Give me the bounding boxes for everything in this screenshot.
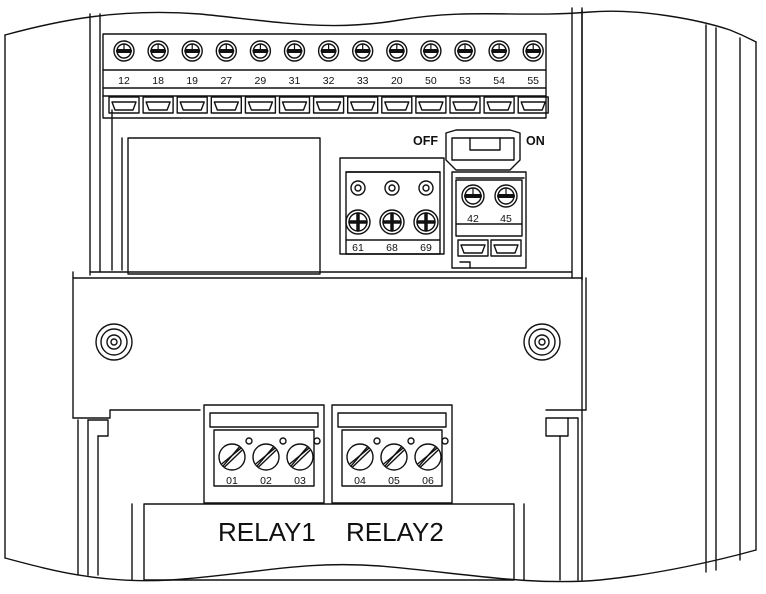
small-terminal-clamp-42[interactable] xyxy=(457,239,489,257)
relay-terminal-screw-01[interactable] xyxy=(218,443,246,471)
top-terminal-clamp-18[interactable] xyxy=(142,96,174,114)
top-terminal-label-18: 18 xyxy=(152,75,164,87)
top-terminal-clamp-31[interactable] xyxy=(278,96,311,114)
analog-terminal-screw-68[interactable] xyxy=(379,209,405,235)
dip-switch[interactable] xyxy=(445,129,521,171)
relay2-terminal-block: 04 05 06 xyxy=(331,404,453,504)
blank-cover-plate xyxy=(127,137,321,275)
relay-terminal-screw-04[interactable] xyxy=(346,443,374,471)
top-terminal-screw-54[interactable] xyxy=(488,40,510,62)
analog-terminal-label-61: 61 xyxy=(352,242,364,254)
dip-switch-off-label: OFF xyxy=(413,134,438,148)
analog-terminal-hole-69 xyxy=(418,180,434,196)
right-side-rails xyxy=(581,9,741,581)
dip-switch-on-label: ON xyxy=(526,134,545,148)
top-terminal-label-12: 12 xyxy=(118,75,130,87)
top-terminal-screw-20[interactable] xyxy=(386,40,408,62)
small-terminal-screw-42[interactable] xyxy=(461,184,485,208)
relay-terminal-screw-06[interactable] xyxy=(414,443,442,471)
small-terminal-clamp-45[interactable] xyxy=(490,239,522,257)
top-terminal-clamp-53[interactable] xyxy=(449,96,481,114)
top-terminal-clamp-54[interactable] xyxy=(483,96,515,114)
relay-terminal-screw-03[interactable] xyxy=(286,443,314,471)
top-terminal-clamp-50[interactable] xyxy=(415,96,447,114)
analog-terminal-hole-68 xyxy=(384,180,400,196)
top-terminal-screw-31[interactable] xyxy=(283,40,306,62)
relay-terminal-hole-04 xyxy=(373,437,381,445)
top-terminal-screw-50[interactable] xyxy=(420,40,442,62)
relay-terminal-hole-06 xyxy=(441,437,449,445)
top-terminal-clamp-19[interactable] xyxy=(176,96,208,114)
top-terminal-clamp-33[interactable] xyxy=(347,96,379,114)
relay-terminal-label-03: 03 xyxy=(294,475,306,487)
right-clip xyxy=(545,417,579,581)
analog-terminal-block: 61 68 69 xyxy=(339,157,445,255)
top-terminal-screw-53[interactable] xyxy=(454,40,476,62)
housing-outline xyxy=(4,10,757,583)
relay-terminal-screw-02[interactable] xyxy=(252,443,280,471)
left-side-rails xyxy=(111,109,123,271)
relay-terminal-hole-02 xyxy=(279,437,287,445)
top-terminal-clamp-20[interactable] xyxy=(381,96,413,114)
small-terminal-screw-45[interactable] xyxy=(494,184,518,208)
top-terminal-screw-27[interactable] xyxy=(215,40,238,62)
relay1-terminal-block: 01 02 03 xyxy=(203,404,325,504)
top-terminal-label-19: 19 xyxy=(186,75,198,87)
relay-label-strip xyxy=(131,503,525,581)
relay1-label: RELAY1 xyxy=(218,517,316,547)
analog-terminal-label-68: 68 xyxy=(386,242,398,254)
top-terminal-label-31: 31 xyxy=(289,75,301,87)
small-terminal-block: 42 45 xyxy=(451,171,527,269)
top-terminal-label-53: 53 xyxy=(459,75,471,87)
small-terminal-label-45: 45 xyxy=(500,213,512,225)
top-terminal-label-29: 29 xyxy=(255,75,267,87)
relay-terminal-hole-05 xyxy=(407,437,415,445)
relay-terminal-label-05: 05 xyxy=(388,475,400,487)
top-terminal-clamp-55[interactable] xyxy=(517,96,549,114)
left-clip xyxy=(77,419,109,576)
relay-terminal-label-02: 02 xyxy=(260,475,272,487)
relay-terminal-label-01: 01 xyxy=(226,475,238,487)
top-terminal-clamp-12[interactable] xyxy=(108,96,140,114)
relay-terminal-hole-03 xyxy=(313,437,321,445)
analog-terminal-hole-61 xyxy=(350,180,366,196)
top-terminal-clamp-29[interactable] xyxy=(244,96,277,114)
top-terminal-screw-12[interactable] xyxy=(113,40,135,62)
top-terminal-block: 12 18 19 27 29 31 32 33 20 50 53 54 55 xyxy=(102,33,549,119)
top-terminal-label-27: 27 xyxy=(220,75,232,87)
relay-terminal-label-06: 06 xyxy=(422,475,434,487)
relay-terminal-hole-01 xyxy=(245,437,253,445)
left-mounting-screw[interactable] xyxy=(95,323,133,361)
top-terminal-screw-33[interactable] xyxy=(352,40,374,62)
top-terminal-label-20: 20 xyxy=(391,75,403,87)
relay-terminal-screw-05[interactable] xyxy=(380,443,408,471)
top-terminal-label-32: 32 xyxy=(323,75,335,87)
relay2-label: RELAY2 xyxy=(346,517,444,547)
top-terminal-label-55: 55 xyxy=(527,75,539,87)
top-terminal-clamp-27[interactable] xyxy=(210,96,243,114)
top-terminal-screw-55[interactable] xyxy=(522,40,544,62)
analog-terminal-screw-69[interactable] xyxy=(413,209,439,235)
top-terminal-label-33: 33 xyxy=(357,75,369,87)
top-terminal-screw-18[interactable] xyxy=(147,40,169,62)
top-terminal-label-50: 50 xyxy=(425,75,437,87)
lower-front-panel xyxy=(72,277,587,419)
top-terminal-label-54: 54 xyxy=(493,75,505,87)
top-terminal-screw-32[interactable] xyxy=(317,40,340,62)
relay-terminal-label-04: 04 xyxy=(354,475,366,487)
small-terminal-label-42: 42 xyxy=(467,213,479,225)
analog-terminal-label-69: 69 xyxy=(420,242,432,254)
right-mounting-screw[interactable] xyxy=(523,323,561,361)
top-terminal-screw-29[interactable] xyxy=(249,40,272,62)
top-terminal-clamp-32[interactable] xyxy=(312,96,345,114)
top-terminal-screw-19[interactable] xyxy=(181,40,203,62)
analog-terminal-screw-61[interactable] xyxy=(345,209,371,235)
